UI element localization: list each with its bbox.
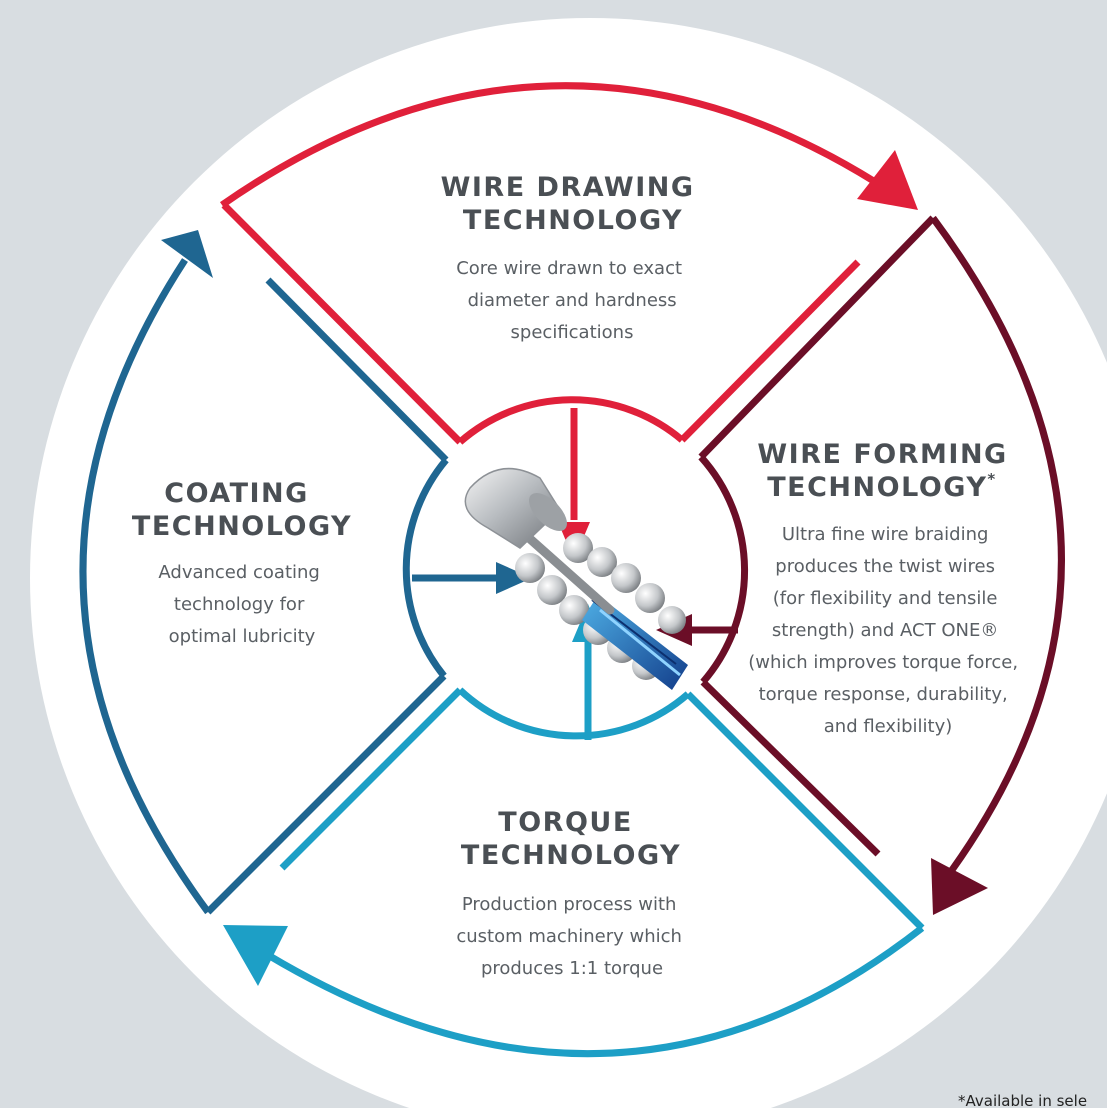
wire-forming-title: WIRE FORMING TECHNOLOGY*	[757, 439, 1018, 503]
torque-quadrant-border	[279, 687, 925, 931]
coating-section: COATING TECHNOLOGY Advanced coating tech…	[132, 478, 352, 647]
coating-inward-arrow	[412, 562, 532, 594]
coating-outer-arrow	[79, 230, 213, 915]
wire-forming-outer-arrow	[930, 215, 1065, 915]
coating-description: Advanced coating technology for optimal …	[158, 562, 325, 647]
wire-drawing-outer-arrow	[220, 82, 918, 210]
footnote: *Available in sele	[958, 1092, 1087, 1108]
wire-forming-quadrant-border	[698, 215, 936, 857]
coating-title: COATING TECHNOLOGY	[132, 478, 352, 542]
tip-cap	[464, 467, 561, 549]
background-circle	[30, 18, 1107, 1108]
torque-description: Production process with custom machinery…	[456, 894, 687, 979]
coating-quadrant-border	[205, 277, 449, 915]
core-wire	[515, 525, 615, 615]
wire-forming-description: Ultra fine wire braiding produces the tw…	[748, 524, 1024, 737]
torque-outer-arrow	[223, 925, 925, 1058]
guidewire-tip-icon	[464, 467, 688, 690]
torque-title: TORQUE TECHNOLOGY	[461, 807, 681, 871]
wire-forming-section: WIRE FORMING TECHNOLOGY* Ultra fine wire…	[748, 439, 1024, 737]
availability-asterisk: *	[987, 470, 996, 488]
wire-drawing-description: Core wire drawn to exact diameter and ha…	[456, 258, 688, 343]
wire-drawing-section: WIRE DRAWING TECHNOLOGY Core wire drawn …	[441, 172, 706, 343]
torque-section: TORQUE TECHNOLOGY Production process wit…	[456, 807, 687, 979]
wire-drawing-quadrant-border	[221, 202, 861, 445]
wire-drawing-title: WIRE DRAWING TECHNOLOGY	[441, 172, 706, 236]
